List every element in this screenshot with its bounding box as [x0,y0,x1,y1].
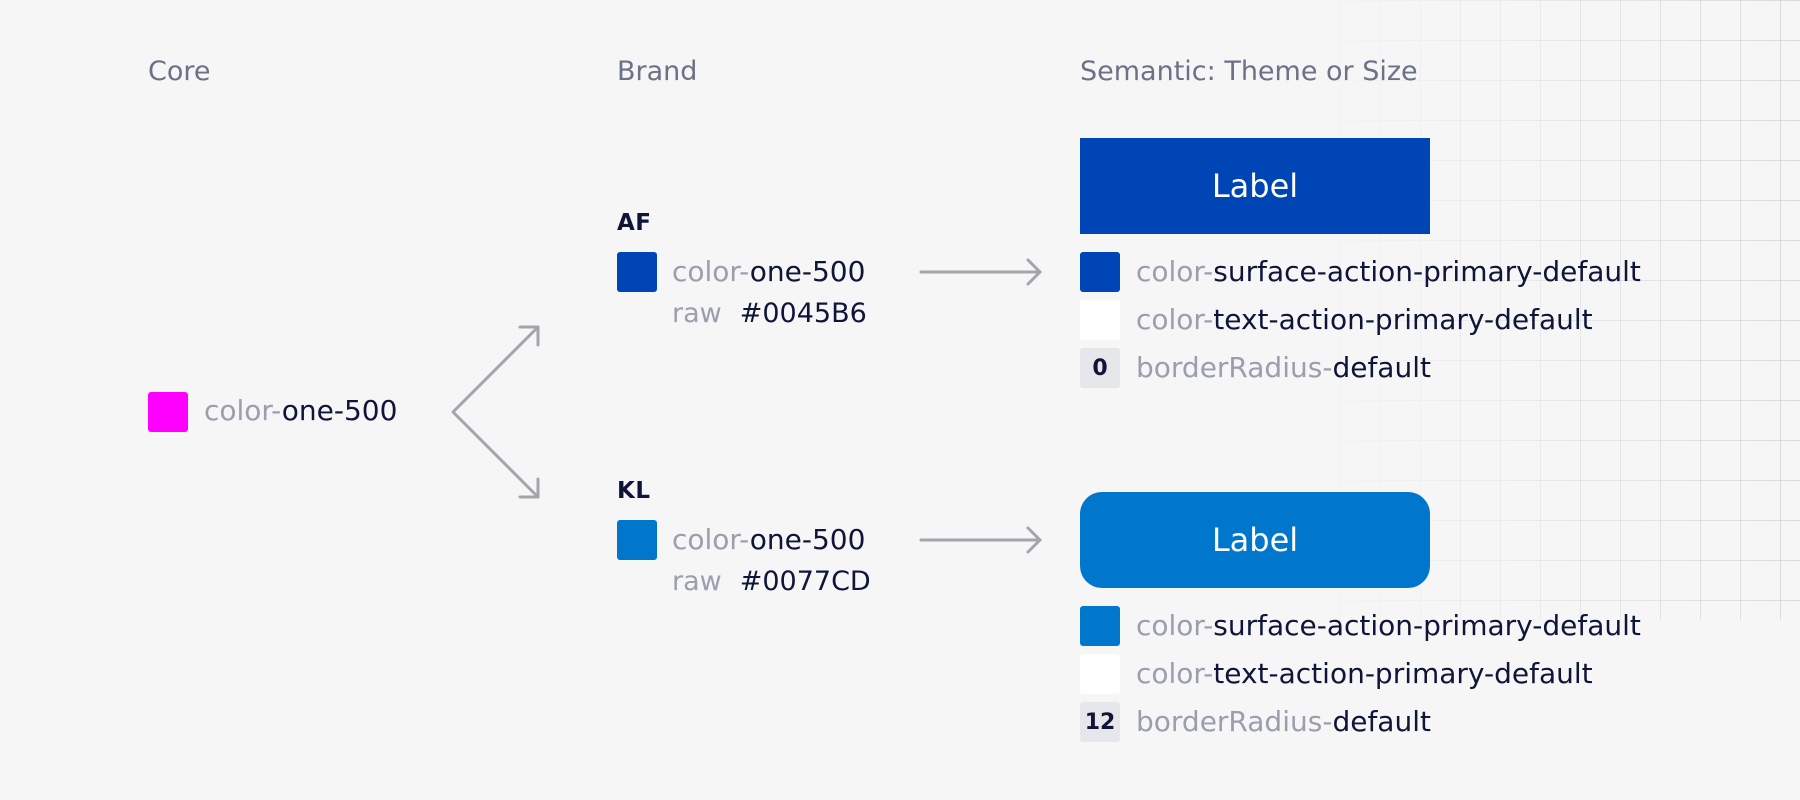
af-radius-chip: 0 [1080,348,1120,388]
af-text-token-name: text-action-primary-default [1213,303,1593,336]
brand-kl-raw-value: #0077CD [739,566,871,597]
kl-text-swatch [1080,654,1120,694]
brand-code-kl: KL [617,478,651,504]
column-header-core: Core [148,56,211,87]
kl-radius-token-name: default [1332,705,1431,738]
af-arrowhead [1026,258,1042,286]
kl-surface-token: color-surface-action-primary-default [1136,609,1641,642]
af-surface-token-prefix: color- [1136,255,1214,288]
af-radius-token: borderRadius-default [1136,351,1431,384]
brand-kl-token-prefix: color- [672,523,750,556]
af-surface-token: color-surface-action-primary-default [1136,255,1641,288]
af-radius-token-name: default [1332,351,1431,384]
brand-kl-raw-label: raw [672,566,722,597]
kl-surface-swatch [1080,606,1120,646]
branch-arrowhead-top [518,325,540,347]
brand-code-af: AF [617,210,652,236]
af-text-token-prefix: color- [1136,303,1214,336]
kl-surface-token-name: surface-action-primary-default [1213,609,1641,642]
core-color-swatch [148,392,188,432]
brand-kl-raw: raw #0077CD [672,566,871,597]
branch-connector [451,325,540,499]
kl-text-token-prefix: color- [1136,657,1214,690]
column-header-semantic: Semantic: Theme or Size [1080,56,1418,87]
brand-kl-swatch [617,520,657,560]
brand-af-raw: raw #0045B6 [672,298,867,329]
kl-surface-token-prefix: color- [1136,609,1214,642]
core-token-name: one-500 [281,394,398,427]
kl-radius-token-prefix: borderRadius- [1136,705,1333,738]
af-text-token: color-text-action-primary-default [1136,303,1593,336]
kl-radius-token: borderRadius-default [1136,705,1431,738]
brand-af-token-prefix: color- [672,255,750,288]
kl-label-button[interactable]: Label [1080,492,1430,588]
af-text-swatch [1080,300,1120,340]
af-radius-token-prefix: borderRadius- [1136,351,1333,384]
kl-text-token: color-text-action-primary-default [1136,657,1593,690]
brand-af-raw-label: raw [672,298,722,329]
brand-af-raw-value: #0045B6 [739,298,867,329]
core-token: color-one-500 [204,394,397,427]
kl-arrowhead [1026,526,1042,554]
af-surface-token-name: surface-action-primary-default [1213,255,1641,288]
brand-kl-token-name: one-500 [749,523,866,556]
af-label-button[interactable]: Label [1080,138,1430,234]
brand-af-token-name: one-500 [749,255,866,288]
column-header-brand: Brand [617,56,698,87]
brand-af-swatch [617,252,657,292]
kl-radius-chip: 12 [1080,702,1120,742]
af-surface-swatch [1080,252,1120,292]
brand-af-token: color-one-500 [672,255,865,288]
kl-text-token-name: text-action-primary-default [1213,657,1593,690]
branch-arrowhead-bottom [518,477,540,499]
core-token-prefix: color- [204,394,282,427]
brand-kl-token: color-one-500 [672,523,865,556]
